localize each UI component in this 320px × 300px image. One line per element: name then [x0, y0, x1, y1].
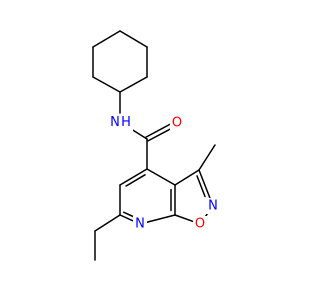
atom-bg-n-amide	[109, 114, 133, 131]
bonds-layer	[92, 30, 216, 261]
bond-c6-ch2	[94, 214, 121, 232]
bond-c4-c5-inner	[125, 174, 146, 187]
bond-cy6-cy1	[119, 76, 148, 93]
bond-n7-c7a	[145, 214, 176, 224]
atom-bg-o-carbonyl	[170, 115, 184, 131]
atom-o-carbonyl-label: O	[172, 116, 182, 131]
bond-c4-c5	[119, 168, 148, 186]
bond-c3-n2	[198, 169, 212, 201]
bond-c3-ch3	[198, 144, 216, 171]
atom-n-amide-label: N	[110, 115, 120, 130]
bond-c-carbonyl-o-carbonyl-second	[145, 123, 171, 138]
bond-c3-n2-inner	[196, 175, 206, 198]
bond-c-carbonyl-o-carbonyl	[147, 127, 173, 142]
atom-o1-label: O	[195, 217, 205, 232]
bond-cy1-cy2	[92, 76, 121, 93]
bond-cy4-cy5	[119, 30, 148, 48]
atom-bg-o1	[193, 216, 207, 232]
bond-c3a-c3	[174, 169, 200, 186]
bond-o1-c7a	[174, 214, 195, 223]
bond-c6-n7	[119, 214, 136, 223]
bond-cy3-cy4	[92, 30, 121, 48]
atom-n-amide-hydrogen: H	[121, 115, 131, 130]
atom-bg-n2	[206, 198, 220, 214]
bond-c3a-c4	[146, 168, 176, 186]
bond-c6-n7-inner	[123, 211, 135, 218]
atom-n7-label: N	[135, 217, 145, 232]
atom-n2-label: N	[208, 199, 218, 214]
atom-labels-layer: N H O N N O	[109, 114, 220, 232]
atom-bg-n7	[133, 216, 147, 232]
molecule-diagram: N H O N N O	[92, 30, 220, 261]
